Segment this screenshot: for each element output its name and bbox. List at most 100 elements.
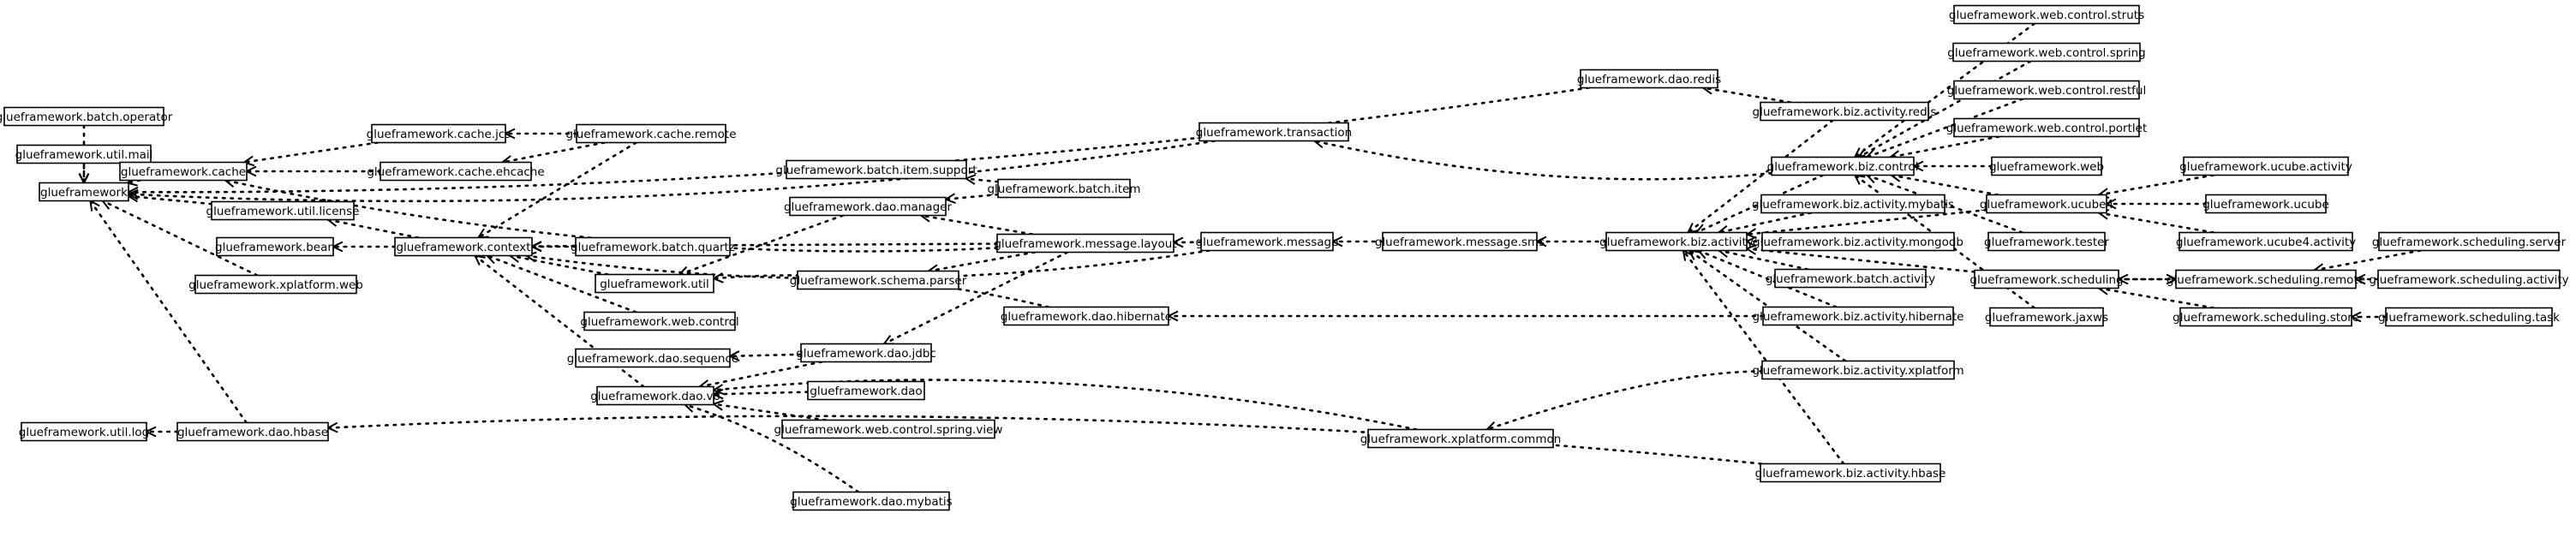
node-label: glueframework.batch.activity: [1766, 272, 1935, 286]
node-web-control[interactable]: glueframework.web.control: [580, 311, 739, 331]
node-dao-manager[interactable]: glueframework.dao.manager: [784, 196, 952, 217]
edge-line: [1688, 249, 1847, 362]
node-label: glueframework.dao.mybatis: [790, 495, 952, 509]
node-box: [394, 236, 533, 257]
node-context[interactable]: glueframework.context: [394, 236, 533, 257]
node-label: glueframework.web.control: [580, 315, 738, 329]
node-box: [1382, 231, 1538, 252]
node-biz-activity[interactable]: glueframework.biz.activity: [1599, 231, 1754, 252]
node-xplatform-web[interactable]: glueframework.xplatform.web: [188, 274, 363, 295]
node-scheduling-task[interactable]: glueframework.scheduling.task: [2378, 307, 2560, 327]
edge-line: [1853, 174, 2036, 309]
node-ucube4[interactable]: glueframework.ucube4: [1980, 194, 2113, 214]
node-box: [21, 421, 147, 442]
node-box: [39, 182, 129, 202]
node-box: [807, 380, 925, 401]
node-dao-hbase[interactable]: glueframework.dao.hbase: [176, 421, 329, 442]
node-label: glueframework.biz.activity.mybatis: [1752, 198, 1954, 212]
node-box: [1774, 268, 1927, 289]
node-scheduling-remote[interactable]: glueframework.scheduling.remote: [2167, 269, 2365, 289]
node-dao-mybatis[interactable]: glueframework.dao.mybatis: [790, 491, 953, 511]
node-batch-item-support[interactable]: glueframework.batch.item.support: [775, 159, 977, 180]
edge-line: [927, 251, 1037, 272]
node-bean[interactable]: glueframework.bean: [215, 236, 335, 257]
edge-line: [2097, 287, 2215, 309]
node-util-license[interactable]: glueframework.util.license: [206, 200, 360, 221]
node-dao-hibernate[interactable]: glueframework.dao.hibernate: [1001, 306, 1172, 326]
node-batch-item[interactable]: glueframework.batch.item: [987, 178, 1141, 199]
node-label: glueframework.ucube: [2202, 198, 2329, 212]
node-cache-remote[interactable]: glueframework.cache.remote: [565, 123, 737, 144]
node-message-sms[interactable]: glueframework.message.sms: [1375, 231, 1545, 252]
node-dao-vo[interactable]: glueframework.dao.vo: [590, 385, 720, 406]
edge-dao-jdbc-to-dao-sequence: [727, 350, 803, 361]
node-biz-activity-xplatform[interactable]: glueframework.biz.activity.xplatform: [1752, 360, 1964, 380]
node-web-control-portlet[interactable]: glueframework.web.control.portlet: [1946, 117, 2148, 138]
node-dao[interactable]: glueframework.dao: [807, 380, 925, 401]
node-label: glueframework.biz.activity.mongodb: [1753, 236, 1963, 249]
node-box: [797, 270, 959, 290]
node-web-control-struts[interactable]: glueframework.web.control.struts: [1949, 4, 2144, 25]
node-web-control-restful[interactable]: glueframework.web.control.restful: [1947, 80, 2146, 100]
node-util-mail[interactable]: glueframework.util.mail: [15, 144, 153, 164]
node-dao-redis[interactable]: glueframework.dao.redis: [1577, 69, 1721, 89]
edge-line: [712, 391, 810, 396]
node-framework[interactable]: glueframework: [39, 182, 129, 202]
edge-line: [1694, 174, 1825, 234]
edge-line: [2097, 174, 2215, 196]
node-batch-quartz[interactable]: glueframework.batch.quartz: [571, 236, 735, 257]
node-label: glueframework.scheduling: [1969, 273, 2123, 287]
node-cache-jcs[interactable]: glueframework.cache.jcs: [367, 123, 511, 144]
edge-line: [474, 254, 645, 388]
node-scheduling-store[interactable]: glueframework.scheduling.store: [2173, 307, 2359, 327]
node-box: [1952, 42, 2141, 63]
node-box: [1987, 231, 2106, 252]
node-label: glueframework.web.control.spring: [1947, 46, 2146, 60]
node-dao-sequence[interactable]: glueframework.dao.sequence: [567, 348, 738, 368]
node-scheduling-server[interactable]: glueframework.scheduling.server: [2372, 231, 2567, 252]
node-biz-activity-mongodb[interactable]: glueframework.biz.activity.mongodb: [1753, 231, 1963, 252]
node-biz-activity-redis[interactable]: glueframework.biz.activity.redis: [1753, 101, 1937, 122]
node-web[interactable]: glueframework.web: [1989, 156, 2104, 176]
node-label: glueframework.xplatform.common: [1360, 433, 1562, 446]
node-ucube4-activity[interactable]: glueframework.ucube4.activity: [2176, 231, 2356, 252]
edge-biz-control-to-transaction: [1312, 137, 1773, 181]
node-batch-operator[interactable]: glueframework.batch.operator: [0, 106, 173, 127]
node-label: glueframework.web.control.restful: [1947, 84, 2146, 98]
node-message-layout[interactable]: glueframework.message.layout: [994, 233, 1177, 254]
node-util[interactable]: glueframework.util: [595, 273, 714, 294]
edge-cache-jcs-to-cache: [242, 141, 380, 167]
edge-line: [127, 87, 1591, 194]
node-biz-control[interactable]: glueframework.biz.control: [1767, 156, 1919, 176]
node-schema-parser[interactable]: glueframework.schema.parser: [790, 270, 967, 290]
node-cache[interactable]: glueframework.cache: [119, 161, 248, 182]
node-tester[interactable]: glueframework.tester: [1984, 231, 2109, 252]
node-label: glueframework.util.log: [19, 426, 149, 439]
node-batch-activity[interactable]: glueframework.batch.activity: [1766, 268, 1935, 289]
node-web-control-spring[interactable]: glueframework.web.control.spring: [1947, 42, 2146, 63]
node-box: [2385, 307, 2553, 327]
node-scheduling[interactable]: glueframework.scheduling: [1969, 269, 2124, 289]
node-biz-activity-hbase[interactable]: glueframework.biz.activity.hbase: [1755, 462, 1946, 483]
edge-line: [919, 214, 1034, 236]
node-biz-activity-mybatis[interactable]: glueframework.biz.activity.mybatis: [1752, 194, 1954, 214]
edge-cache-remote-to-context: [476, 141, 637, 239]
node-label: glueframework.util: [600, 277, 709, 291]
node-cache-ehcache[interactable]: glueframework.cache.ehcache: [367, 161, 545, 182]
edge-dao-to-dao-vo: [711, 388, 810, 400]
node-xplatform-common[interactable]: glueframework.xplatform.common: [1360, 428, 1562, 449]
node-util-log[interactable]: glueframework.util.log: [19, 421, 149, 442]
node-ucube[interactable]: glueframework.ucube: [2202, 194, 2329, 214]
node-label: glueframework.dao.sequence: [567, 352, 738, 366]
node-biz-activity-hibernate[interactable]: glueframework.biz.activity.hibernate: [1753, 306, 1964, 326]
node-web-control-spring-view[interactable]: glueframework.web.control.spring.view: [774, 419, 1003, 439]
node-jaxws[interactable]: glueframework.jaxws: [1985, 307, 2108, 327]
node-scheduling-activity[interactable]: glueframework.scheduling.activity: [2369, 269, 2569, 289]
node-label: glueframework.scheduling.activity: [2369, 273, 2568, 287]
node-dao-jdbc[interactable]: glueframework.dao.jdbc: [796, 343, 936, 363]
node-message[interactable]: glueframework.message: [1196, 231, 1339, 252]
edge-line: [477, 141, 637, 239]
edge-line: [1701, 87, 1792, 104]
node-ucube-activity[interactable]: glueframework.ucube.activity: [2179, 156, 2352, 176]
node-transaction[interactable]: glueframework.transaction: [1196, 122, 1352, 142]
